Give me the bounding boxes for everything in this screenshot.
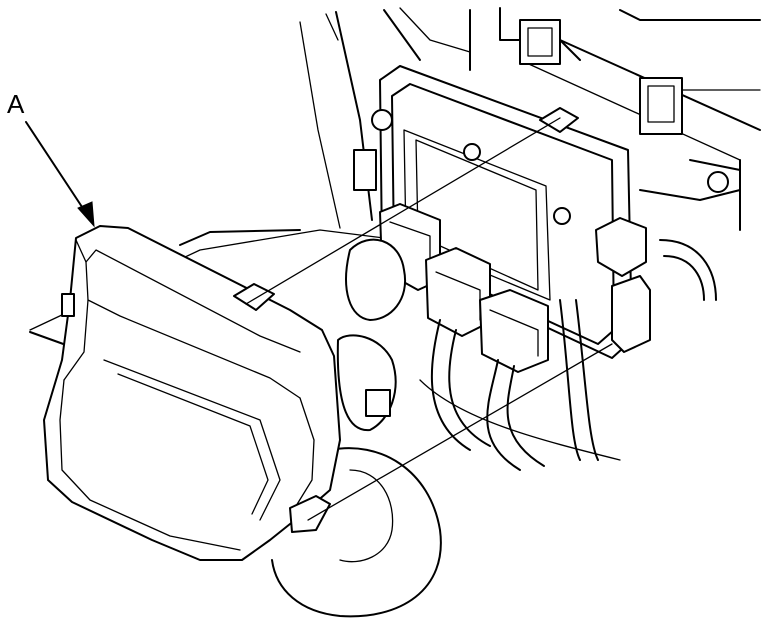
upper-connector-tabs [519, 19, 683, 135]
ecm-connectors [379, 203, 651, 373]
callout-arrow-shaft [25, 121, 89, 217]
wheel-hub [271, 447, 442, 618]
wire-harnesses [419, 239, 717, 471]
callout-arrowhead [77, 201, 95, 228]
leader-lines [245, 117, 613, 521]
callout-label-a: A [7, 89, 25, 119]
harness-clamp [336, 238, 407, 432]
callout-a: A [7, 89, 95, 228]
ecm-cover [43, 225, 341, 561]
